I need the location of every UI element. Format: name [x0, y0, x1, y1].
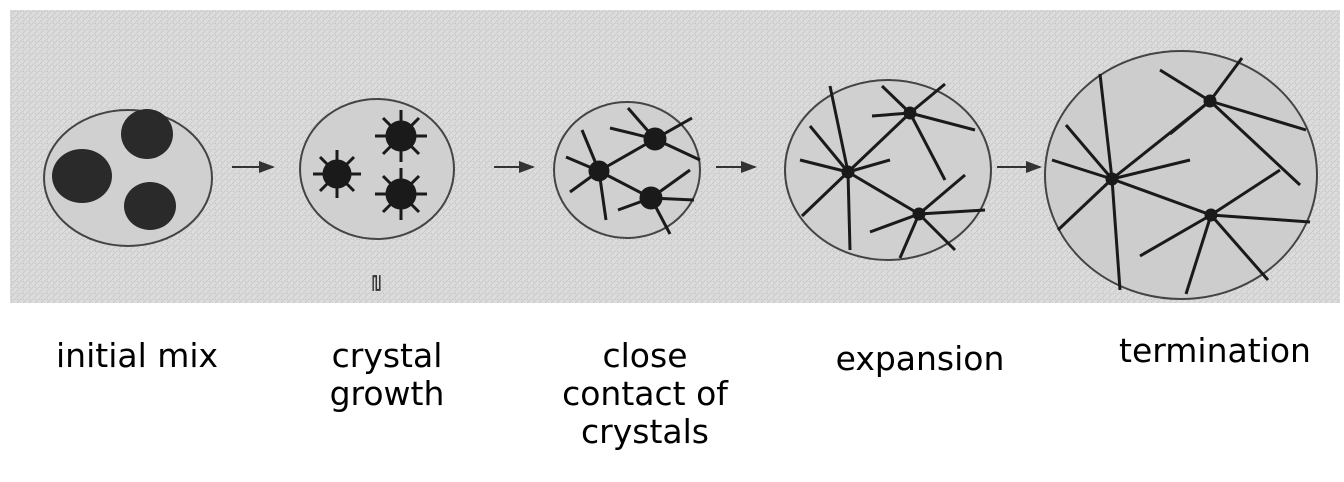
- scan-artifact: ᆯ: [355, 271, 385, 295]
- stage-crystal-growth-vessel: [300, 99, 454, 239]
- particle-blob: [121, 109, 173, 159]
- particle-blob: [124, 182, 176, 230]
- crystal-nucleus: [313, 150, 361, 198]
- stage-initial-mix-vessel: [44, 109, 212, 246]
- stage-termination-vessel: [1045, 51, 1317, 299]
- label-close-contact-of-crystals: close contact of crystals: [540, 337, 750, 451]
- vessel-circle: [300, 99, 454, 239]
- vessel-circle: [554, 102, 700, 238]
- stage-close-contact-vessel: [554, 102, 700, 238]
- vessel-circle: [785, 80, 991, 260]
- vessel-circle: [1045, 51, 1317, 299]
- label-expansion: expansion: [820, 340, 1020, 378]
- label-crystal-growth: crystal growth: [294, 337, 480, 413]
- label-termination: termination: [1090, 332, 1340, 370]
- label-initial-mix: initial mix: [56, 337, 256, 375]
- stage-expansion-vessel: [785, 80, 991, 260]
- crystallization-diagram: ᆯ: [10, 10, 1340, 303]
- particle-blob: [52, 149, 112, 203]
